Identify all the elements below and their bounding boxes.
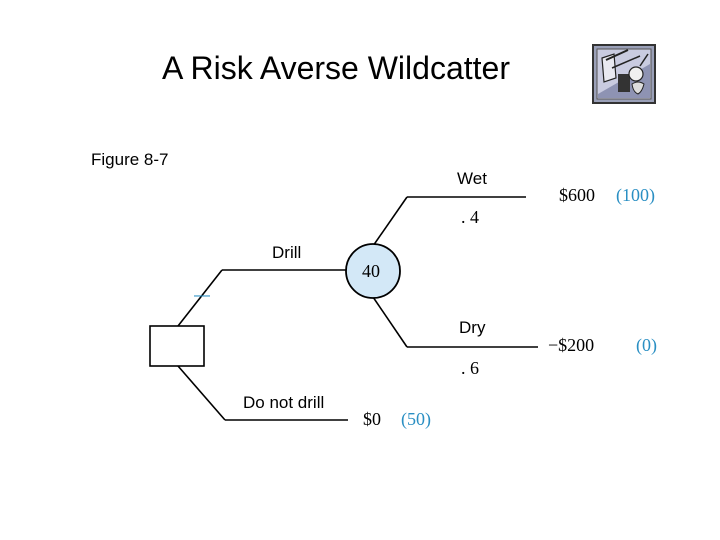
wet-probability: . 4 [461,207,479,227]
dry-label: Dry [459,318,486,337]
branch-line-drill-diagonal [177,269,223,327]
oil-derrick-clipart-icon [592,44,656,104]
do-not-drill-label: Do not drill [243,393,325,412]
branch-line-wet-diagonal [372,196,408,247]
chance-node-value: 40 [362,261,380,281]
decision-mark: — [194,287,210,304]
figure-label: Figure 8-7 [91,150,169,169]
dry-probability: . 6 [461,358,479,378]
chance-node [345,243,401,299]
drill-label: Drill [272,243,302,262]
dry-payoff: −$200 [548,335,595,355]
slide-title: A Risk Averse Wildcatter [162,50,510,86]
do-not-drill-utility: (50) [401,409,431,429]
dry-utility: (0) [636,335,657,355]
do-not-drill-payoff: $0 [363,409,381,429]
branch-line-do-not-drill-diagonal [177,365,226,421]
wet-label: Wet [457,169,487,188]
wet-payoff: $600 [559,185,595,205]
decision-node [149,325,205,367]
wet-utility: (100) [616,185,655,205]
branch-line-dry-diagonal [372,296,408,348]
